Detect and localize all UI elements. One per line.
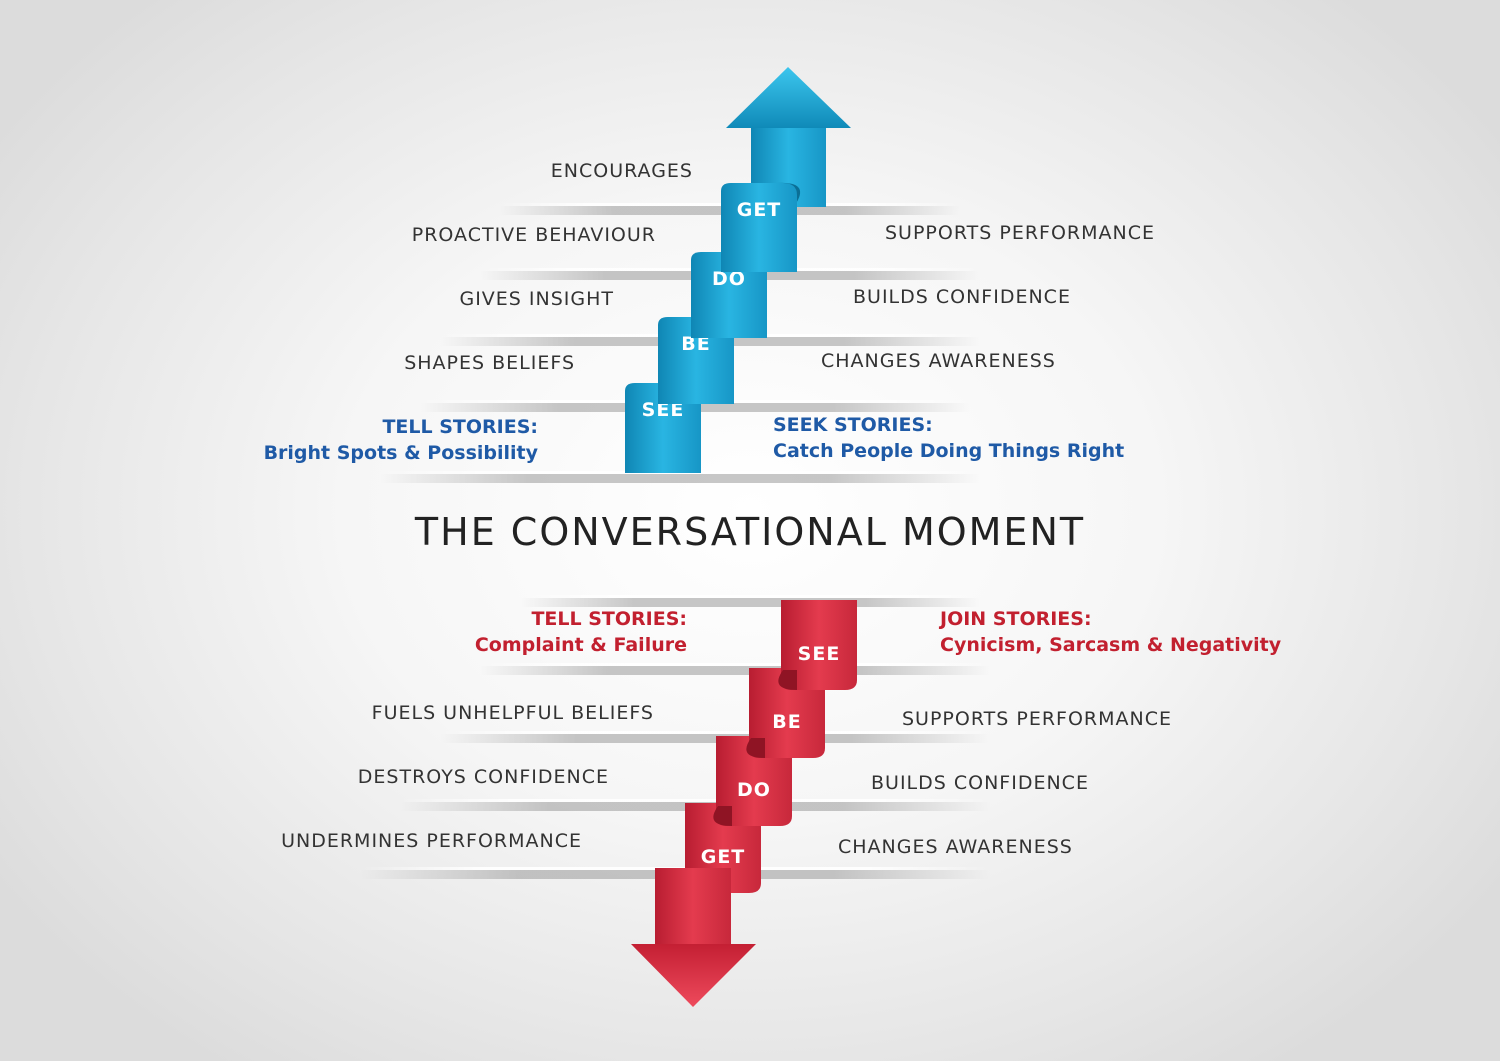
seek-stories-heading: SEEK STORIES: bbox=[773, 414, 933, 436]
negative-right-label: CHANGES AWARENESS bbox=[838, 836, 1073, 858]
negative-right-label: SUPPORTS PERFORMANCE bbox=[902, 708, 1172, 730]
step-label-get: GET bbox=[701, 846, 746, 868]
shelf-shadow bbox=[480, 666, 990, 675]
step-label-do: DO bbox=[712, 268, 746, 290]
step-label-get: GET bbox=[737, 199, 782, 221]
tell-stories-text: Complaint & Failure bbox=[474, 634, 687, 656]
join-stories: JOIN STORIES: Cynicism, Sarcasm & Negati… bbox=[940, 606, 1281, 658]
join-stories-heading: JOIN STORIES: bbox=[940, 608, 1092, 630]
tell-stories-heading: TELL STORIES: bbox=[382, 416, 538, 438]
diagram-title: THE CONVERSATIONAL MOMENT bbox=[414, 510, 1086, 554]
tell-stories-text: Bright Spots & Possibility bbox=[263, 442, 538, 464]
ribbon-step bbox=[691, 252, 767, 338]
tell-stories-positive: TELL STORIES: Bright Spots & Possibility bbox=[264, 414, 538, 466]
shelf-shadow bbox=[440, 734, 990, 743]
negative-left-label: DESTROYS CONFIDENCE bbox=[357, 766, 609, 788]
ribbon-step bbox=[781, 600, 857, 690]
ribbon-curl bbox=[713, 806, 732, 826]
positive-right-label: BUILDS CONFIDENCE bbox=[853, 286, 1071, 308]
seek-stories: SEEK STORIES: Catch People Doing Things … bbox=[773, 412, 1124, 464]
shelf-edge bbox=[440, 731, 990, 734]
step-label-see: SEE bbox=[798, 643, 841, 665]
negative-left-label: UNDERMINES PERFORMANCE bbox=[281, 830, 582, 852]
join-stories-text: Cynicism, Sarcasm & Negativity bbox=[940, 634, 1282, 656]
ribbon-step bbox=[658, 317, 734, 404]
shelf-shadow bbox=[380, 474, 980, 483]
tell-stories-negative: TELL STORIES: Complaint & Failure bbox=[475, 606, 687, 658]
ribbon-step bbox=[721, 183, 797, 272]
step-label-be: BE bbox=[681, 333, 710, 355]
ribbon-step bbox=[625, 383, 701, 473]
up-arrow-icon bbox=[726, 67, 851, 128]
step-label-do: DO bbox=[737, 779, 771, 801]
down-arrow-icon bbox=[631, 944, 756, 1007]
positive-left-label: GIVES INSIGHT bbox=[459, 288, 614, 310]
ribbon-step bbox=[749, 668, 825, 758]
ribbon-curl bbox=[746, 738, 765, 758]
negative-right-label: BUILDS CONFIDENCE bbox=[871, 772, 1089, 794]
ribbon-step bbox=[716, 736, 792, 826]
shelf-shadow bbox=[520, 598, 980, 607]
step-label-be: BE bbox=[772, 711, 801, 733]
down-arrow-shaft bbox=[655, 868, 731, 948]
positive-left-label: ENCOURAGES bbox=[550, 160, 693, 182]
ribbon-curl bbox=[778, 670, 797, 690]
tell-stories-heading: TELL STORIES: bbox=[531, 608, 687, 630]
negative-left-label: FUELS UNHELPFUL BELIEFS bbox=[371, 702, 654, 724]
seek-stories-text: Catch People Doing Things Right bbox=[773, 440, 1125, 462]
positive-left-label: SHAPES BELIEFS bbox=[404, 352, 575, 374]
step-label-see: SEE bbox=[642, 399, 685, 421]
positive-right-label: SUPPORTS PERFORMANCE bbox=[885, 222, 1155, 244]
positive-left-label: PROACTIVE BEHAVIOUR bbox=[411, 224, 656, 246]
shelf-edge bbox=[400, 799, 990, 802]
shelf-edge bbox=[480, 663, 990, 666]
positive-right-label: CHANGES AWARENESS bbox=[821, 350, 1056, 372]
shelf-edge bbox=[520, 595, 980, 598]
